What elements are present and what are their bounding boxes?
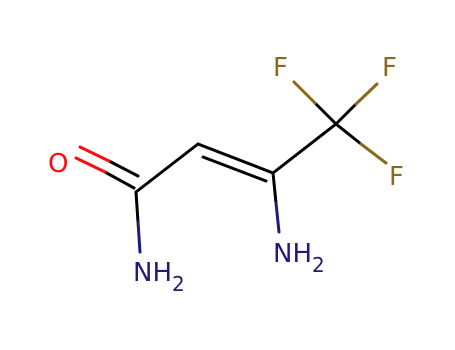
bond-c3-n bbox=[271, 171, 278, 205]
bond-c1-c2 bbox=[134, 142, 200, 194]
bond-c4-f1 bbox=[313, 101, 338, 126]
bond-c1-n-hetero bbox=[136, 220, 142, 254]
atom-fluorine-2: F bbox=[382, 53, 397, 83]
atom-amino-nh2: NH2 bbox=[273, 239, 325, 277]
bond-c1-o-b-hetero bbox=[78, 145, 111, 163]
atom-fluorine-1: F bbox=[273, 53, 288, 83]
atom-amino-sub: 2 bbox=[312, 253, 325, 277]
bond-c4-f3 bbox=[334, 122, 363, 146]
bond-c4-f3-hetero bbox=[359, 142, 388, 165]
bond-c4-f1-hetero bbox=[292, 80, 317, 105]
atom-fluorine-3: F bbox=[389, 162, 404, 192]
bond-c1-o-a bbox=[103, 170, 136, 190]
bond-c2-c3-a bbox=[196, 142, 275, 175]
bond-c4-f2-hetero bbox=[354, 82, 379, 106]
bond-c3-c4 bbox=[271, 122, 338, 175]
bond-c4-f2 bbox=[334, 102, 358, 126]
atom-amide-nh2: NH2 bbox=[133, 258, 185, 296]
bond-c1-o-b bbox=[107, 159, 140, 178]
atom-oxygen: O bbox=[48, 149, 68, 179]
bond-c3-n-hetero bbox=[274, 201, 281, 234]
bond-c1-n bbox=[134, 190, 140, 224]
bond-c1-o-a-hetero bbox=[74, 156, 107, 174]
atom-amide-sub: 2 bbox=[172, 272, 185, 296]
atom-amino-nh: NH bbox=[273, 239, 312, 269]
bond-c2-c3-b bbox=[201, 155, 268, 183]
atom-amide-nh: NH bbox=[133, 258, 172, 288]
